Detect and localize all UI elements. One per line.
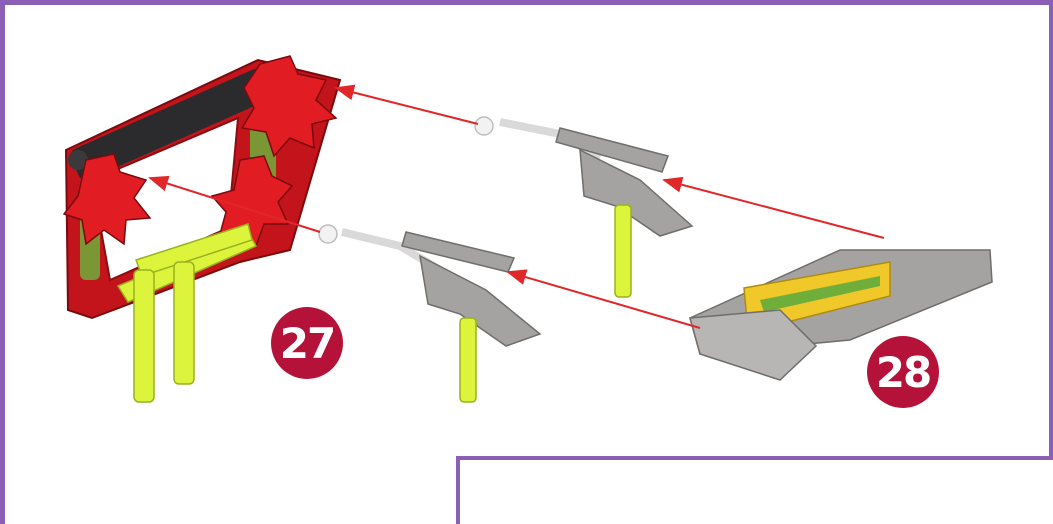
step-27-number: 27 <box>280 319 334 368</box>
grey-connector-lower <box>319 225 540 402</box>
grey-yellow-beam-part <box>690 250 992 380</box>
step-28-number: 28 <box>876 348 930 397</box>
red-frame-assembly <box>64 56 340 318</box>
step-27-badge: 27 <box>271 307 343 379</box>
step-28-badge: 28 <box>867 336 939 408</box>
sub-panel <box>456 456 1053 524</box>
